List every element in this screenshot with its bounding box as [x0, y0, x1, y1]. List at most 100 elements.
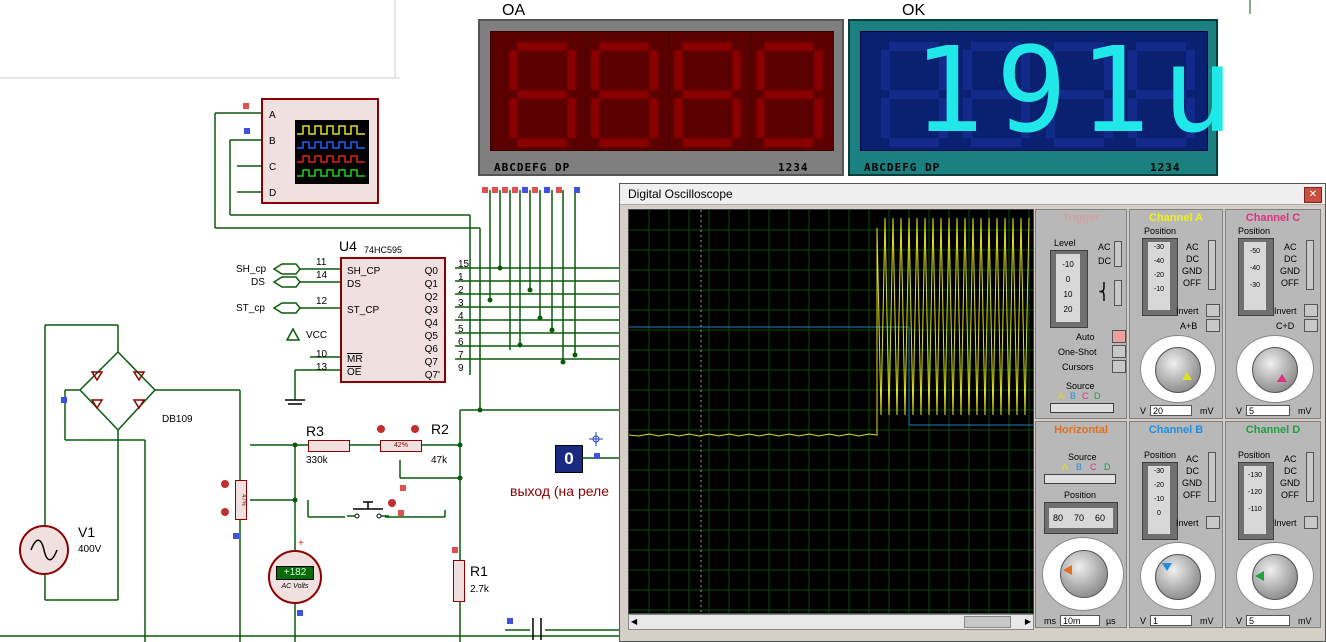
display-ok-screen: 191u: [860, 26, 1233, 154]
channel-d-coupling-switch[interactable]: [1306, 452, 1314, 502]
ac-source-v1[interactable]: [19, 525, 69, 575]
horizontal-source-d[interactable]: D: [1104, 462, 1111, 472]
trigger-auto-button[interactable]: [1112, 330, 1126, 343]
oscilloscope-screen[interactable]: [628, 209, 1034, 614]
trigger-edge-switch[interactable]: [1114, 280, 1122, 306]
horizontal-time-field[interactable]: 10m: [1060, 615, 1100, 626]
resistor-r3[interactable]: [308, 440, 350, 452]
channel-c-position-slider[interactable]: -50 -40 -30: [1238, 238, 1274, 316]
channel-b-volts-knob[interactable]: [1155, 554, 1201, 600]
signal-st-cp-label: ST_cp: [236, 303, 265, 314]
channel-c-coupling-switch[interactable]: [1306, 240, 1314, 290]
channel-a-dc[interactable]: DC: [1186, 254, 1199, 264]
horizontal-source-slider[interactable]: [1044, 474, 1116, 484]
channel-a-position-slider[interactable]: -30 -40 -20 -10: [1142, 238, 1178, 316]
horizontal-position-slider[interactable]: 80 70 60: [1044, 502, 1118, 534]
channel-a-volts-field[interactable]: 20: [1150, 405, 1192, 416]
pin-marker: [452, 547, 458, 553]
trigger-level-slider[interactable]: -10 0 10 20: [1050, 250, 1088, 328]
u4-pin-num: 10: [316, 349, 328, 360]
horizontal-source-a[interactable]: A: [1062, 462, 1069, 472]
trigger-source-a[interactable]: A: [1058, 391, 1065, 401]
channel-b-gnd[interactable]: GND: [1182, 478, 1202, 488]
position-tick: -120: [1247, 489, 1262, 496]
resistor-r1[interactable]: [453, 560, 465, 602]
channel-d-gnd[interactable]: GND: [1280, 478, 1300, 488]
channel-a-coupling-switch[interactable]: [1208, 240, 1216, 290]
trigger-coupling-switch[interactable]: [1114, 241, 1122, 267]
channel-a-gnd[interactable]: GND: [1182, 266, 1202, 276]
scope-symbol[interactable]: A B C D: [261, 98, 379, 204]
trigger-cursors-button[interactable]: [1112, 360, 1126, 373]
channel-d-dc[interactable]: DC: [1284, 466, 1297, 476]
signal-sh-cp-label: SH_cp: [236, 264, 267, 275]
oscilloscope-titlebar[interactable]: Digital Oscilloscope ✕: [620, 184, 1325, 205]
u4-pin-q1: Q1: [424, 279, 438, 290]
knob-pointer-icon: [1255, 571, 1264, 581]
ac-voltmeter[interactable]: +182 AC Volts: [268, 550, 322, 604]
pin-marker: [594, 453, 600, 459]
trigger-source-b[interactable]: B: [1070, 391, 1077, 401]
channel-b-ac[interactable]: AC: [1186, 454, 1199, 464]
channel-d-volts-field[interactable]: 5: [1246, 615, 1290, 626]
logic-probe-output[interactable]: 0: [555, 445, 583, 473]
trigger-source-slider[interactable]: [1050, 403, 1114, 413]
channel-a-ac[interactable]: AC: [1186, 242, 1199, 252]
scroll-thumb[interactable]: [964, 616, 1011, 628]
capacitor[interactable]: [525, 616, 549, 642]
u4-pin-num: 9: [458, 363, 464, 374]
potentiometer-r2[interactable]: 42%: [380, 440, 422, 452]
channel-b-invert-button[interactable]: [1206, 516, 1220, 529]
u4-pin-q4: Q4: [424, 318, 438, 329]
oscilloscope-window[interactable]: Digital Oscilloscope ✕: [619, 183, 1326, 642]
channel-d-off[interactable]: OFF: [1281, 490, 1299, 500]
channel-c-volts-field[interactable]: 5: [1246, 405, 1290, 416]
scroll-left-icon[interactable]: ◀: [631, 617, 638, 626]
display-oa[interactable]: ABCDEFG DP 1234: [478, 19, 844, 176]
channel-c-volts-knob[interactable]: [1252, 347, 1298, 393]
trigger-source-c[interactable]: C: [1082, 391, 1089, 401]
channel-a-volts-knob[interactable]: [1155, 347, 1201, 393]
horizontal-source-b[interactable]: B: [1076, 462, 1083, 472]
channel-c-dc[interactable]: DC: [1284, 254, 1297, 264]
channel-a-combine-button[interactable]: [1206, 319, 1220, 332]
channel-c-gnd[interactable]: GND: [1280, 266, 1300, 276]
channel-d-invert-button[interactable]: [1304, 516, 1318, 529]
level-tick: 0: [1065, 275, 1071, 284]
channel-d-unit-mv: mV: [1298, 616, 1312, 626]
display-ok[interactable]: 191u ABCDEFG DP 1234: [848, 19, 1233, 176]
channel-d-volts-knob[interactable]: [1252, 554, 1298, 600]
trimmer-resistor[interactable]: 47%: [235, 480, 247, 520]
channel-a-unit-v: V: [1140, 406, 1147, 416]
close-icon[interactable]: ✕: [1304, 187, 1322, 203]
channel-c-off[interactable]: OFF: [1281, 278, 1299, 288]
trigger-source-d[interactable]: D: [1094, 391, 1101, 401]
channel-a-off[interactable]: OFF: [1183, 278, 1201, 288]
pin-marker: [507, 618, 513, 624]
scope-thumbnail-icon: [295, 120, 369, 184]
r1-ref-label: R1: [470, 563, 488, 579]
horizontal-source-c[interactable]: C: [1090, 462, 1097, 472]
display-ok-label: OK: [902, 2, 926, 19]
pin-marker: [544, 187, 550, 193]
channel-c-invert-button[interactable]: [1304, 304, 1318, 317]
channel-b-dc[interactable]: DC: [1186, 466, 1199, 476]
u4-chip[interactable]: SH_CP DS ST_CP MR OE Q0 Q1 Q2 Q3 Q4 Q5 Q…: [340, 257, 446, 383]
channel-d-position-slider[interactable]: -130 -120 -110: [1238, 462, 1274, 540]
channel-a-invert-button[interactable]: [1206, 304, 1220, 317]
vcc-arrow-icon: [286, 328, 300, 341]
trigger-one-shot-button[interactable]: [1112, 345, 1126, 358]
channel-b-off[interactable]: OFF: [1183, 490, 1201, 500]
push-button-switch[interactable]: [343, 498, 393, 522]
scroll-right-icon[interactable]: ▶: [1024, 617, 1031, 626]
channel-b-coupling-switch[interactable]: [1208, 452, 1216, 502]
channel-c-position-label: Position: [1238, 226, 1271, 236]
channel-c-ac[interactable]: AC: [1284, 242, 1297, 252]
horizontal-time-knob[interactable]: [1060, 550, 1108, 598]
channel-c-combine-button[interactable]: [1304, 319, 1318, 332]
oscilloscope-scrollbar[interactable]: ◀ ▶: [628, 614, 1034, 630]
channel-b-volts-field[interactable]: 1: [1150, 615, 1192, 626]
channel-b-position-slider[interactable]: -30 -20 -10 0: [1142, 462, 1178, 540]
channel-d-ac[interactable]: AC: [1284, 454, 1297, 464]
level-tick: 10: [1063, 290, 1073, 299]
